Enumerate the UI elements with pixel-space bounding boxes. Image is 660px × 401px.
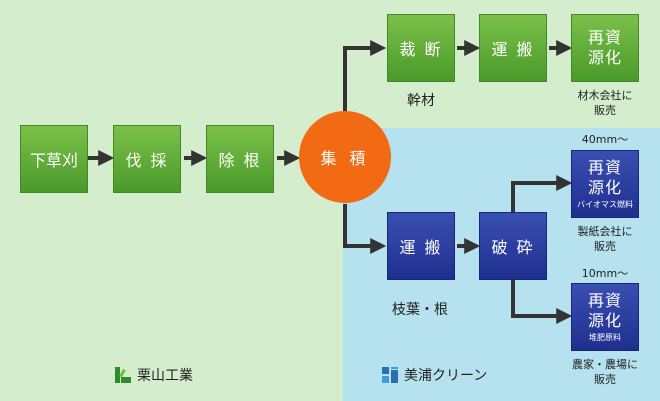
step-felling: 伐 採	[113, 125, 181, 193]
arrow-collection-cutting	[343, 40, 387, 112]
step-crushing: 破 砕	[479, 212, 547, 280]
step-transport-bottom-label: 運 搬	[399, 238, 443, 257]
sale-lumber: 材木会社に 販売	[559, 88, 651, 118]
resource-biomass-sub: バイオマス燃料	[577, 200, 633, 209]
resource-biomass-line2: 源化	[587, 178, 622, 197]
resource-compost-line2: 源化	[587, 311, 622, 330]
arrow-crushing-biomass	[511, 175, 573, 214]
sale-lumber-line2: 販売	[594, 104, 616, 117]
step-root-removal: 除 根	[206, 125, 274, 193]
kuriyama-logo-icon	[115, 367, 131, 383]
arrow-collection-transport	[343, 204, 387, 254]
sale-farm-line1: 農家・農場に	[572, 358, 638, 371]
step-felling-label: 伐 採	[125, 151, 169, 170]
sale-paper-line1: 製紙会社に	[577, 225, 633, 238]
step-weeding: 下草刈	[20, 125, 88, 193]
resource-compost-sub: 堆肥原料	[589, 333, 621, 342]
resource-lumber-line1: 再資	[587, 28, 622, 47]
step-collection-label: 集 積	[320, 149, 370, 168]
miura-logo: 美浦クリーン	[382, 365, 487, 385]
resource-compost-line1: 再資	[587, 291, 622, 310]
size-10: 10mm～	[581, 267, 629, 280]
resource-biomass-line1: 再資	[587, 158, 622, 177]
step-transport-top: 運 搬	[479, 14, 547, 82]
step-collection: 集 積	[299, 111, 391, 203]
step-weeding-label: 下草刈	[29, 151, 78, 170]
step-transport-top-label: 運 搬	[491, 40, 535, 59]
miura-name: 美浦クリーン	[404, 368, 488, 384]
resource-compost: 再資 源化 堆肥原料	[571, 283, 639, 351]
kuriyama-logo: 栗山工業	[115, 365, 193, 385]
label-trunk: 幹材	[407, 93, 435, 109]
sale-lumber-line1: 材木会社に	[577, 89, 633, 102]
step-cutting: 裁 断	[387, 14, 455, 82]
resource-lumber: 再資 源化	[571, 14, 639, 82]
step-transport-bottom: 運 搬	[387, 212, 455, 280]
sale-paper: 製紙会社に 販売	[559, 224, 651, 254]
miura-logo-icon	[382, 367, 398, 383]
sale-farm-line2: 販売	[594, 373, 616, 386]
resource-lumber-line2: 源化	[587, 48, 622, 67]
size-40: 40mm～	[581, 133, 629, 146]
step-crushing-label: 破 砕	[491, 238, 535, 257]
kuriyama-name: 栗山工業	[137, 368, 193, 384]
sale-farm: 農家・農場に 販売	[559, 357, 651, 387]
resource-biomass: 再資 源化 バイオマス燃料	[571, 150, 639, 218]
step-cutting-label: 裁 断	[399, 40, 443, 59]
step-root-removal-label: 除 根	[218, 151, 262, 170]
sale-paper-line2: 販売	[594, 240, 616, 253]
label-branches: 枝葉・根	[392, 302, 448, 318]
arrow-crushing-compost	[511, 280, 573, 324]
